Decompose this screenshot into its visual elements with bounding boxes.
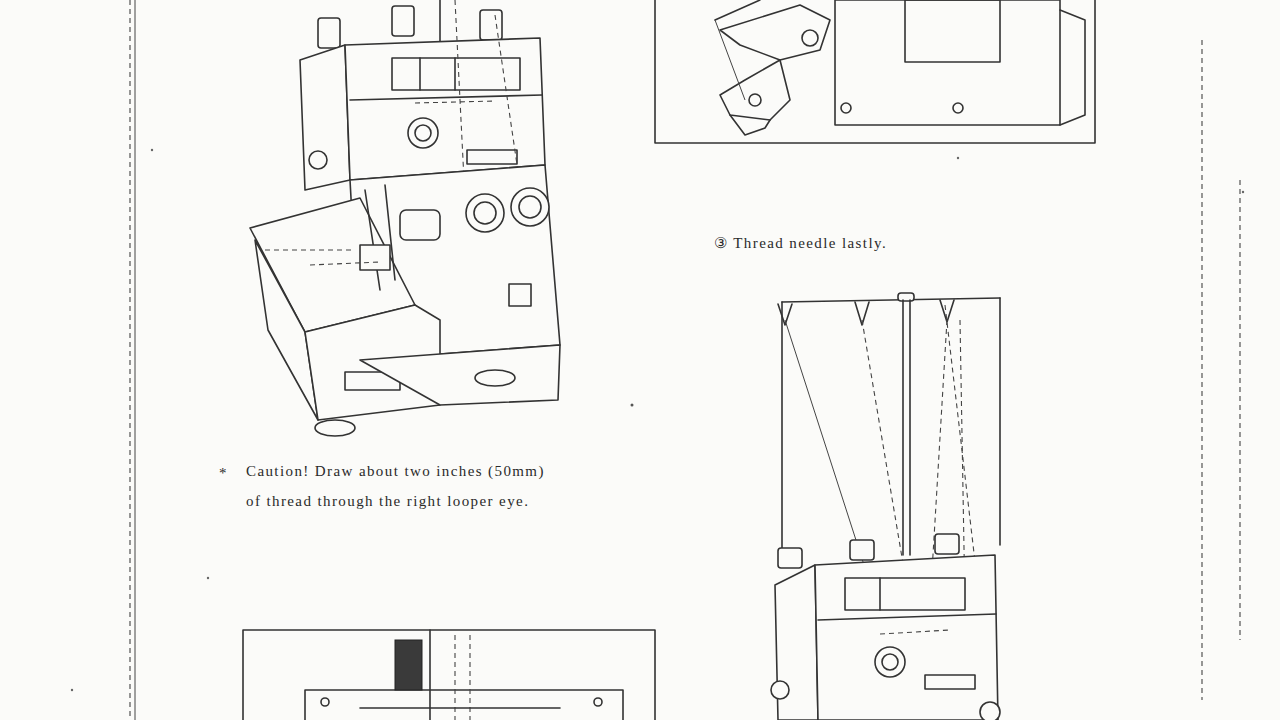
page-margin-part bbox=[1239, 180, 1240, 640]
serger-illustration-part bbox=[255, 240, 318, 420]
scan-specks-part bbox=[957, 157, 959, 159]
scan-specks bbox=[71, 149, 1244, 691]
looper-detail-part bbox=[730, 115, 770, 135]
looper-detail-part bbox=[953, 103, 963, 113]
serger-illustration-part bbox=[392, 6, 414, 36]
page-margin-part bbox=[135, 0, 136, 720]
serger-illustration-part bbox=[408, 118, 438, 148]
threading-illustration-part bbox=[815, 555, 998, 720]
threading-illustration-part bbox=[778, 304, 792, 325]
serger-illustration-part bbox=[400, 210, 440, 240]
needle-plate-detail-part bbox=[305, 690, 623, 720]
serger-illustration-part bbox=[315, 420, 355, 436]
serger-illustration-part bbox=[511, 188, 549, 226]
threading-illustration-part bbox=[781, 302, 783, 550]
scan-specks-part bbox=[631, 404, 634, 407]
serger-illustration-part bbox=[466, 194, 504, 232]
needle-plate-detail bbox=[243, 630, 655, 720]
threading-illustration-part bbox=[782, 298, 1000, 302]
serger-illustration-part bbox=[392, 58, 520, 90]
looper-detail-part bbox=[802, 30, 818, 46]
threading-illustration-part bbox=[999, 298, 1001, 545]
threading-illustration-part bbox=[925, 675, 975, 689]
serger-illustration-part bbox=[360, 245, 390, 270]
serger-illustration-part bbox=[265, 249, 355, 250]
serger-illustration-part bbox=[360, 345, 560, 405]
serger-illustration-part bbox=[474, 202, 496, 224]
serger-illustration-part bbox=[509, 284, 531, 306]
caution-note: Caution! Draw about two inches (50mm) of… bbox=[246, 456, 546, 516]
serger-illustration-part bbox=[318, 18, 340, 48]
page-margin-part bbox=[129, 0, 130, 720]
threading-illustration-part bbox=[882, 654, 898, 670]
needle-plate-detail-part bbox=[429, 630, 431, 720]
scan-specks-part bbox=[207, 577, 209, 579]
looper-detail-part bbox=[905, 0, 1000, 62]
serger-illustration-part bbox=[365, 190, 380, 290]
needle-plate-detail-part bbox=[321, 698, 329, 706]
serger-illustration-part bbox=[475, 370, 515, 386]
step-instruction: ③ Thread needle lastly. bbox=[714, 232, 887, 254]
needle-plate-detail-part bbox=[360, 707, 560, 709]
threading-illustration-part bbox=[980, 702, 1000, 720]
threading-illustration bbox=[771, 293, 1000, 720]
serger-illustration-part bbox=[415, 125, 431, 141]
serger-illustration-part bbox=[480, 10, 502, 40]
needle-plate-detail-part bbox=[243, 630, 655, 720]
serger-illustration-part bbox=[495, 15, 520, 185]
looper-detail-part bbox=[749, 94, 761, 106]
serger-illustration-part bbox=[455, 0, 465, 200]
scan-specks-part bbox=[151, 149, 153, 151]
looper-detail-part bbox=[655, 0, 1095, 143]
serger-illustration-part bbox=[467, 150, 517, 164]
serger-illustration-part bbox=[350, 95, 542, 100]
serger-illustration-part bbox=[415, 101, 495, 103]
threading-illustration-part bbox=[909, 300, 911, 555]
note-bullet: * bbox=[219, 458, 228, 488]
threading-illustration-part bbox=[880, 630, 950, 634]
threading-illustration-part bbox=[879, 578, 881, 610]
needle-plate-detail-part bbox=[594, 698, 602, 706]
scan-specks-part bbox=[71, 689, 73, 691]
threading-illustration-part bbox=[875, 647, 905, 677]
looper-detail-part bbox=[715, 20, 745, 100]
threading-illustration-part bbox=[778, 548, 802, 568]
serger-illustration bbox=[250, 0, 560, 436]
page-margin bbox=[130, 0, 1240, 720]
scan-specks-part bbox=[1242, 191, 1244, 193]
looper-detail-part bbox=[720, 60, 790, 120]
serger-illustration-part bbox=[345, 38, 545, 180]
serger-illustration-part bbox=[309, 151, 327, 169]
looper-detail bbox=[655, 0, 1095, 143]
threading-illustration-part bbox=[902, 300, 904, 555]
threading-illustration-part bbox=[818, 614, 996, 620]
looper-detail-part bbox=[715, 0, 830, 60]
threading-illustration-part bbox=[845, 578, 965, 610]
looper-detail-part bbox=[835, 0, 1060, 125]
looper-detail-part bbox=[1060, 10, 1085, 125]
serger-illustration-part bbox=[419, 58, 421, 90]
looper-detail-part bbox=[841, 103, 851, 113]
threading-illustration-part bbox=[898, 293, 914, 301]
threading-illustration-part bbox=[935, 534, 959, 554]
threading-illustration-part bbox=[850, 540, 874, 560]
threading-illustration-part bbox=[771, 681, 789, 699]
needle-plate-detail-part bbox=[395, 640, 422, 690]
serger-illustration-part bbox=[519, 196, 541, 218]
serger-illustration-part bbox=[300, 45, 350, 190]
page-margin-part bbox=[1201, 40, 1202, 700]
serger-illustration-part bbox=[454, 58, 456, 90]
serger-illustration-part bbox=[310, 262, 380, 265]
